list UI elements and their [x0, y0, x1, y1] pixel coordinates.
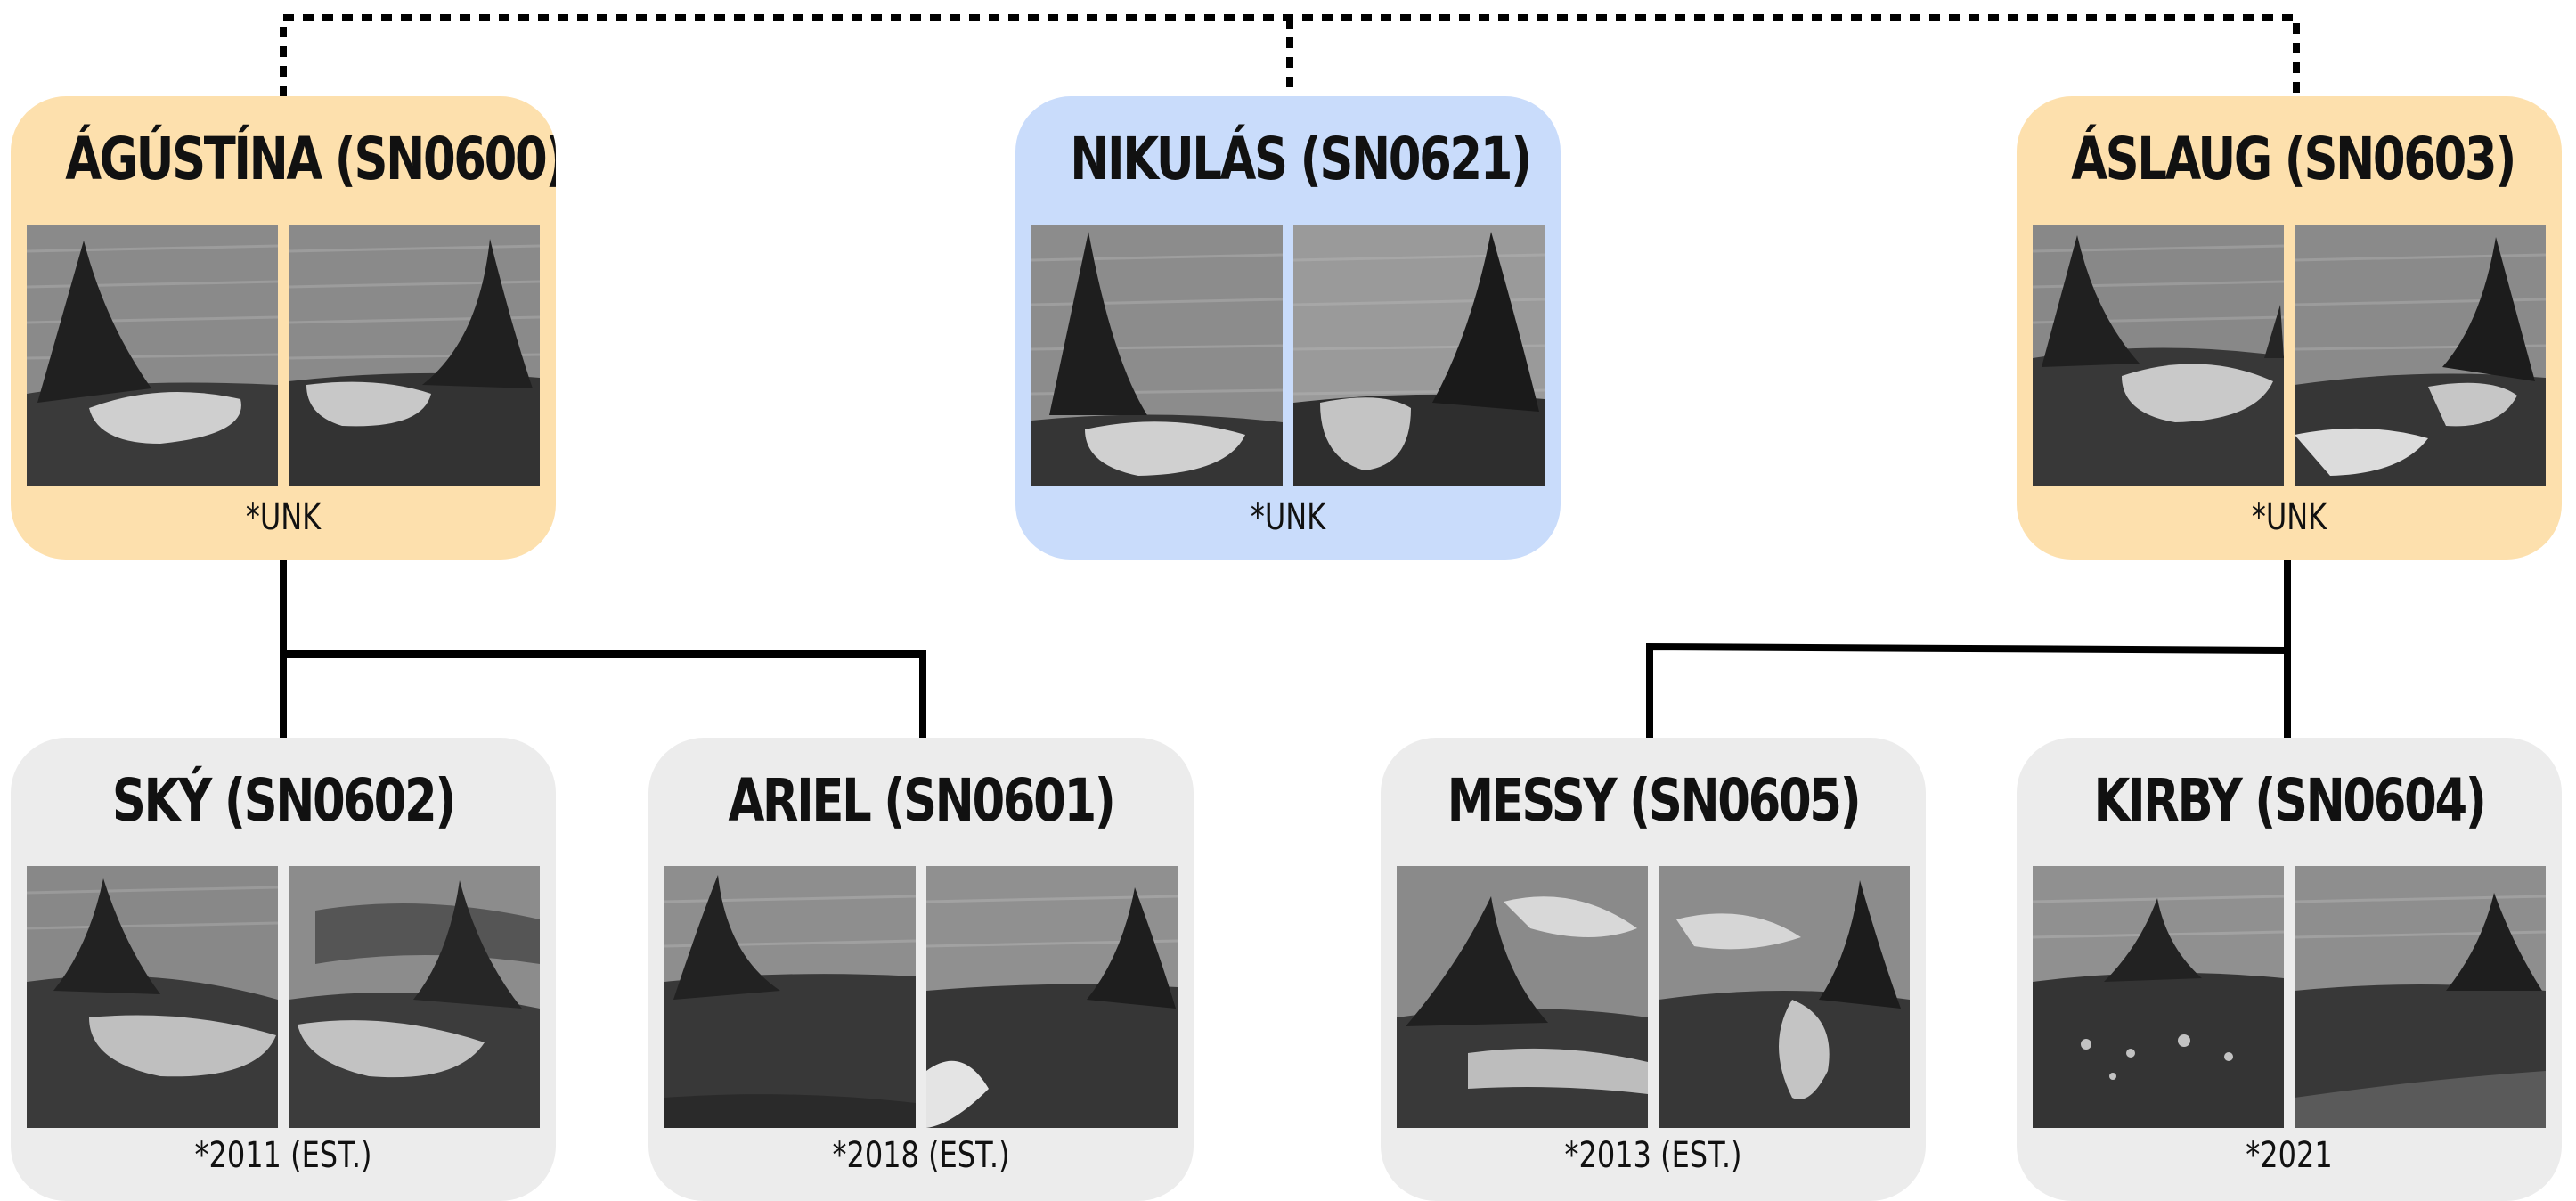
card-aslaug: ÁSLAUG (SN0603) *UNK — [2017, 96, 2562, 560]
individual-name: MESSY (SN0605) — [1447, 766, 1862, 835]
orca-photo-right-side — [926, 866, 1178, 1128]
birth-year: *2011 (EST.) — [194, 1135, 372, 1176]
orca-photo-right-side — [1293, 225, 1545, 486]
orca-photo-right-side — [2295, 225, 2546, 486]
individual-name: ÁGÚSTÍNA (SN0600) — [65, 125, 556, 193]
birth-year: *UNK — [245, 497, 322, 538]
birth-year: *2018 (EST.) — [832, 1135, 1010, 1176]
orca-photo-right-side — [1659, 866, 1910, 1128]
card-agustina: ÁGÚSTÍNA (SN0600) *UNK — [11, 96, 556, 560]
birth-year: *UNK — [2251, 497, 2327, 538]
individual-name: ARIEL (SN0601) — [728, 766, 1116, 835]
birth-year: *2013 (EST.) — [1564, 1135, 1742, 1176]
orca-photo-left-side — [1397, 866, 1648, 1128]
orca-photo-right-side — [289, 225, 540, 486]
orca-photo-left-side — [2033, 866, 2284, 1128]
orca-photo-left-side — [27, 225, 278, 486]
birth-year: *2021 — [2246, 1135, 2333, 1176]
individual-name: SKÝ (SN0602) — [111, 766, 457, 835]
card-messy: MESSY (SN0605) *2013 (EST.) — [1381, 738, 1926, 1201]
orca-photo-right-side — [2295, 866, 2546, 1128]
orca-photo-left-side — [27, 866, 278, 1128]
maternal-line-aslaug — [1646, 560, 2291, 738]
orca-photo-left-side — [2033, 225, 2284, 486]
orca-photo-right-side — [289, 866, 540, 1128]
card-nikulas: NIKULÁS (SN0621) *UNK — [1015, 96, 1561, 560]
dotted-association-line — [280, 14, 2300, 96]
maternal-line-agustina — [280, 560, 926, 738]
birth-year: *UNK — [1250, 497, 1326, 538]
individual-name: NIKULÁS (SN0621) — [1070, 125, 1532, 193]
orca-photo-left-side — [664, 866, 916, 1128]
card-kirby: KIRBY (SN0604) *2021 — [2017, 738, 2562, 1201]
card-sky: SKÝ (SN0602) *2011 (EST.) — [11, 738, 556, 1201]
individual-name: KIRBY (SN0604) — [2093, 766, 2486, 835]
card-ariel: ARIEL (SN0601) *2018 (EST.) — [648, 738, 1194, 1201]
orca-photo-left-side — [1031, 225, 1283, 486]
individual-name: ÁSLAUG (SN0603) — [2071, 125, 2516, 193]
